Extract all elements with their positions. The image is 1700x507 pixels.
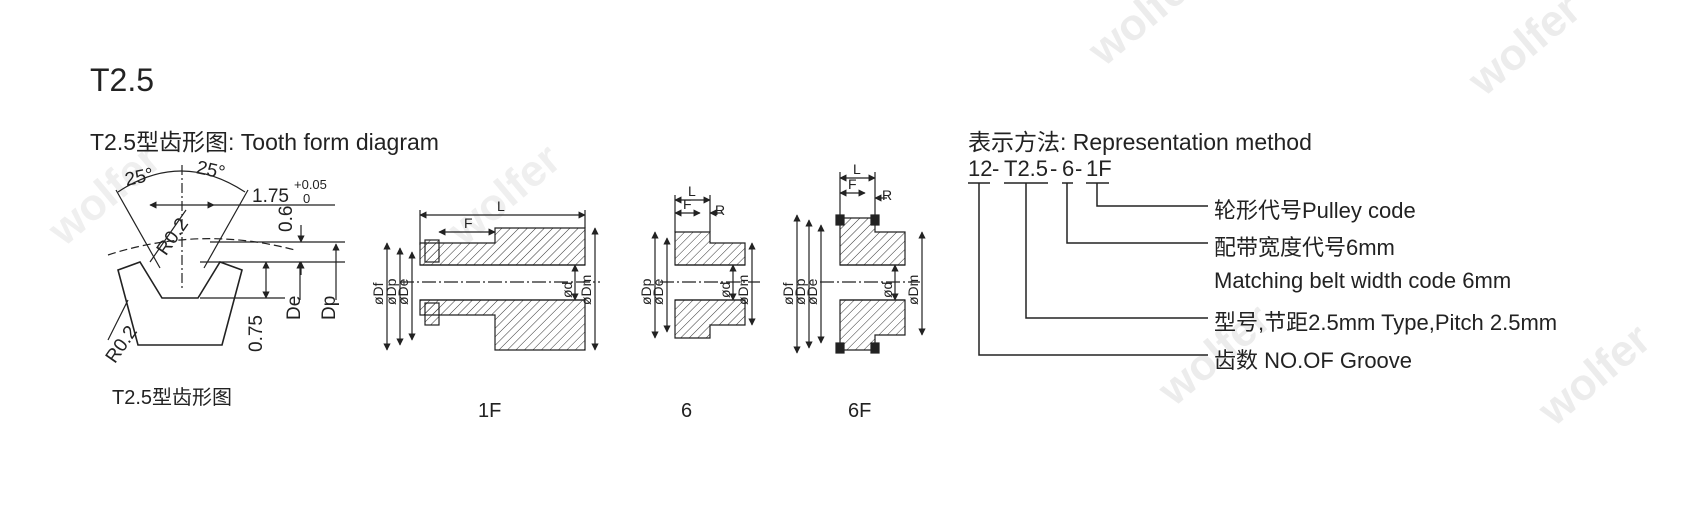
dim-f: F (683, 196, 692, 212)
dim-f: F (848, 176, 857, 192)
dim-d: ød (717, 282, 733, 298)
dim-r: R (882, 187, 892, 203)
de-label: De (284, 296, 305, 320)
code-type: T2.5 (1004, 156, 1049, 181)
dp-label: Dp (319, 296, 340, 320)
dim-d: ød (879, 282, 895, 298)
angle-left-label: 25° (123, 164, 155, 191)
tol-lower-label: 0 (303, 191, 310, 206)
legend-belt-width-en: Matching belt width code 6mm (1214, 268, 1512, 293)
legend-pulley-code: 轮形代号Pulley code (1214, 198, 1416, 223)
page-title: T2.5 (90, 62, 155, 98)
view-1f-drawing (383, 210, 600, 351)
dim-de: øDe (804, 278, 820, 305)
dim-dp: øDp (792, 278, 808, 305)
dim-dp: øDp (383, 278, 399, 305)
view-6-drawing (651, 195, 760, 339)
representation-heading: 表示方法: Representation method (968, 129, 1312, 155)
view-6f-caption: 6F (848, 400, 872, 422)
dim-df: øDf (370, 282, 386, 305)
radius-top-label: R0.2 (153, 214, 193, 259)
dim-de: øDe (650, 278, 666, 305)
view-1f-caption: 1F (478, 400, 502, 422)
view-6-caption: 6 (681, 400, 693, 422)
view-6f-labels: L F R øDf øDp øDe ød øDm (780, 161, 921, 305)
angle-right-label: 25° (194, 157, 226, 184)
tooth-form-caption: T2.5型齿形图 (112, 387, 233, 409)
code-form: 1F (1086, 156, 1112, 181)
code-sep: - (1050, 156, 1058, 181)
code-width: 6 (1062, 156, 1075, 181)
dim-dm: øDm (735, 275, 751, 305)
dim-dm: øDm (578, 275, 594, 305)
dim-l: L (497, 198, 505, 214)
dim-l: L (853, 161, 861, 177)
depth-label: 0.6 (276, 206, 297, 232)
dim-top-label: 1.75 (252, 186, 289, 207)
dim-de: øDe (395, 278, 411, 305)
tooth-form-diagram (107, 165, 345, 346)
legend-type-pitch: 型号,节距2.5mm Type,Pitch 2.5mm (1214, 310, 1558, 335)
dim-l: L (688, 183, 696, 199)
tol-upper-label: +0.05 (294, 177, 327, 192)
dim-d: ød (559, 282, 575, 298)
dim-f: F (464, 215, 473, 231)
dim-r: R (715, 202, 725, 218)
legend-groove-count: 齿数 NO.OF Groove (1214, 348, 1413, 373)
dim-dp: øDp (638, 278, 654, 305)
code-sep: - (992, 156, 1000, 181)
code-sep: - (1075, 156, 1083, 181)
code-teeth: 12 (968, 156, 993, 181)
representation-leaders (968, 182, 1208, 356)
view-1f-labels: L F øDf øDp øDe ød øDm (370, 198, 594, 305)
dim-df: øDf (780, 282, 796, 305)
dim-dm: øDm (905, 275, 921, 305)
view-6-labels: L F R øDp øDe ød øDm (638, 183, 751, 305)
view-6f-drawing (793, 172, 926, 354)
radius-bottom-label: R0.2 (102, 322, 142, 367)
height-label: 0.75 (246, 315, 267, 352)
legend-belt-width-cn: 配带宽度代号6mm (1214, 235, 1395, 260)
tooth-form-heading: T2.5型齿形图: Tooth form diagram (90, 129, 439, 155)
